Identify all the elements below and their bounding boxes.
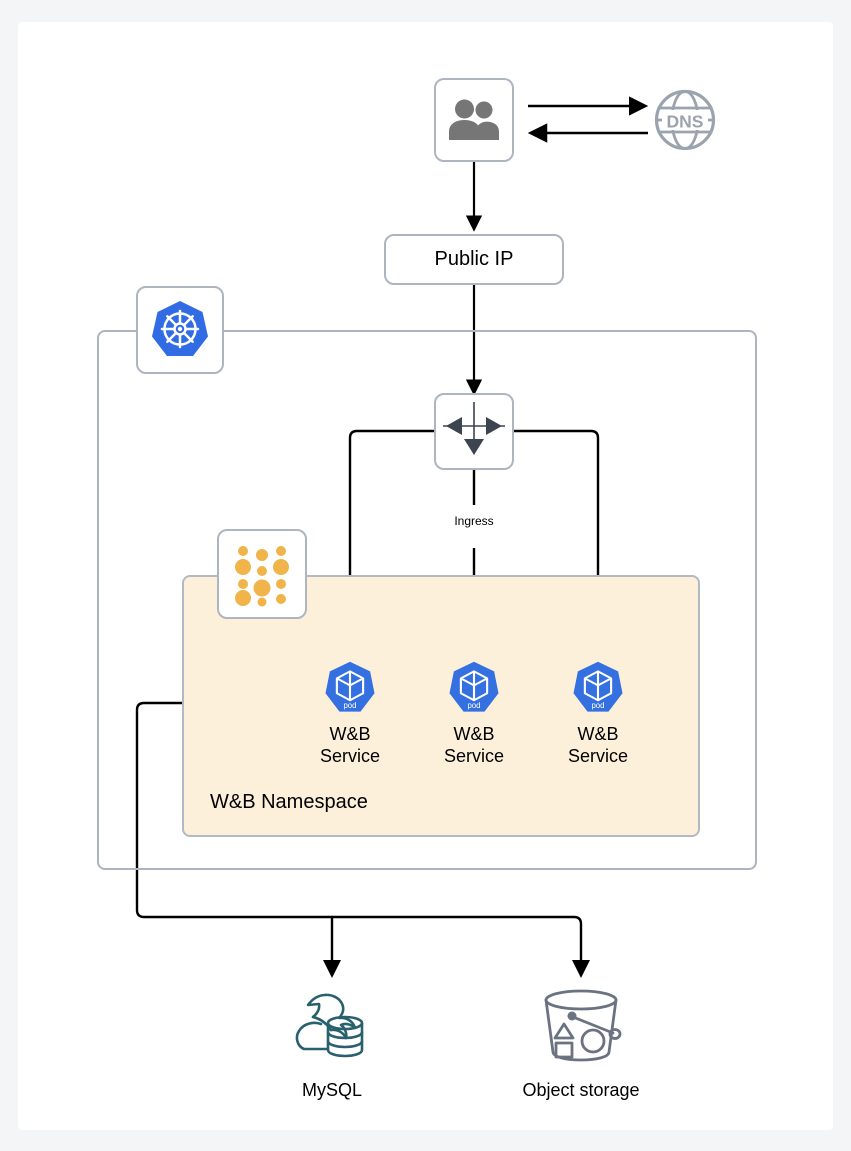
mysql-label: MySQL xyxy=(301,1080,362,1100)
mysql-node[interactable] xyxy=(291,988,373,1062)
public-ip-node[interactable]: Public IP xyxy=(384,234,564,285)
ingress-arrows-icon xyxy=(443,401,505,455)
edge-namespace-to-object-storage xyxy=(332,915,590,978)
users-node[interactable] xyxy=(434,78,514,162)
svg-text:pod: pod xyxy=(343,701,356,710)
kubernetes-cluster-box xyxy=(97,330,757,870)
dns-node[interactable]: DNS xyxy=(653,88,717,152)
bucket-icon xyxy=(544,989,622,1062)
ingress-node[interactable] xyxy=(434,393,514,470)
svg-text:pod: pod xyxy=(591,701,604,710)
namespace-badge-node[interactable] xyxy=(217,529,307,619)
edge-namespace-to-mysql xyxy=(135,701,341,978)
namespace-label: W&B Namespace xyxy=(210,791,368,813)
wandb-service-3-label: W&B Service xyxy=(567,724,629,766)
wandb-service-1-label: W&B Service xyxy=(319,724,381,766)
mysql-dolphin-icon xyxy=(295,993,364,1058)
edge-ingress-to-service-3 xyxy=(514,429,607,651)
object-storage-node[interactable] xyxy=(535,988,627,1062)
object-storage-label: Object storage xyxy=(522,1080,640,1100)
ingress-label: Ingress xyxy=(454,514,494,528)
wandb-service-2[interactable]: pod xyxy=(446,660,502,716)
wandb-service-2-label: W&B Service xyxy=(443,724,505,766)
kubernetes-icon xyxy=(152,301,208,356)
wandb-service-3[interactable]: pod xyxy=(570,660,626,716)
kubernetes-badge-node[interactable] xyxy=(136,286,224,374)
edge-ingress-to-service-1 xyxy=(341,429,434,651)
pod-icon: pod xyxy=(449,661,499,712)
svg-text:pod: pod xyxy=(467,701,480,710)
dns-globe-icon: DNS xyxy=(654,89,716,151)
wandb-service-1[interactable]: pod xyxy=(322,660,378,716)
users-icon xyxy=(449,99,499,140)
pod-icon: pod xyxy=(325,661,375,712)
svg-text:DNS: DNS xyxy=(667,112,704,132)
public-ip-label: Public IP xyxy=(434,248,514,270)
namespace-dots-icon xyxy=(235,546,289,607)
pod-icon: pod xyxy=(573,661,623,712)
